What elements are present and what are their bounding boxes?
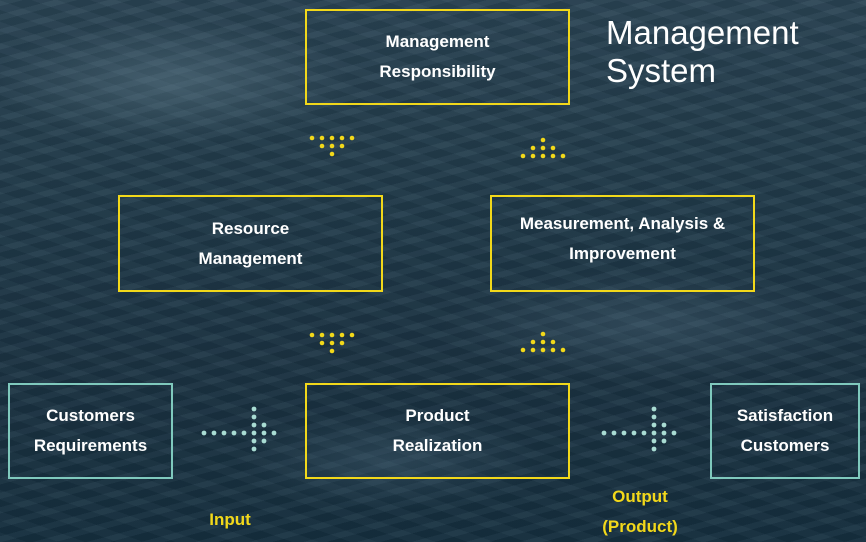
diagram-title: Management System (606, 14, 799, 90)
customers-requirements-box: Customers Requirements (8, 383, 173, 479)
management-responsibility-box: Management Responsibility (305, 9, 570, 105)
measurement-analysis-improvement-box: Measurement, Analysis & Improvement (490, 195, 755, 292)
box-label-line-2: Realization (392, 436, 483, 455)
box-label-line-1: Resource (211, 218, 290, 238)
resource-management-box: Resource Management (118, 195, 383, 292)
output-label-line-2: (Product) (602, 517, 678, 536)
satisfaction-customers-box: Satisfaction Customers (710, 383, 860, 479)
box-label-line-2: Customers (740, 436, 830, 455)
dotted-up-arrow-icon (520, 331, 566, 353)
dotted-up-arrow-icon (520, 137, 566, 159)
input-label: Input (209, 510, 251, 529)
dotted-down-arrow-icon (309, 135, 355, 157)
title-line-1: Management (606, 14, 799, 51)
dotted-down-arrow-icon (309, 332, 355, 354)
box-label-line-2: Responsibility (379, 62, 496, 81)
output-label-line-1: Output (612, 487, 668, 506)
box-label-line-1: Product (405, 406, 470, 425)
box-label-line-2: Management (198, 248, 303, 268)
box-label-line-2: Requirements (33, 436, 148, 455)
box-label-line-1: Satisfaction (736, 406, 834, 425)
title-line-2: System (606, 52, 717, 89)
dotted-right-arrow-icon (201, 406, 277, 452)
box-label-line-1: Measurement, Analysis & (519, 214, 726, 233)
box-label-line-1: Customers (46, 406, 135, 425)
product-realization-box: Product Realization (305, 383, 570, 479)
box-label-line-2: Improvement (569, 244, 676, 263)
output-label: Output (Product) (590, 482, 690, 542)
dotted-right-arrow-icon (601, 406, 677, 452)
box-label-line-1: Management (385, 32, 490, 51)
